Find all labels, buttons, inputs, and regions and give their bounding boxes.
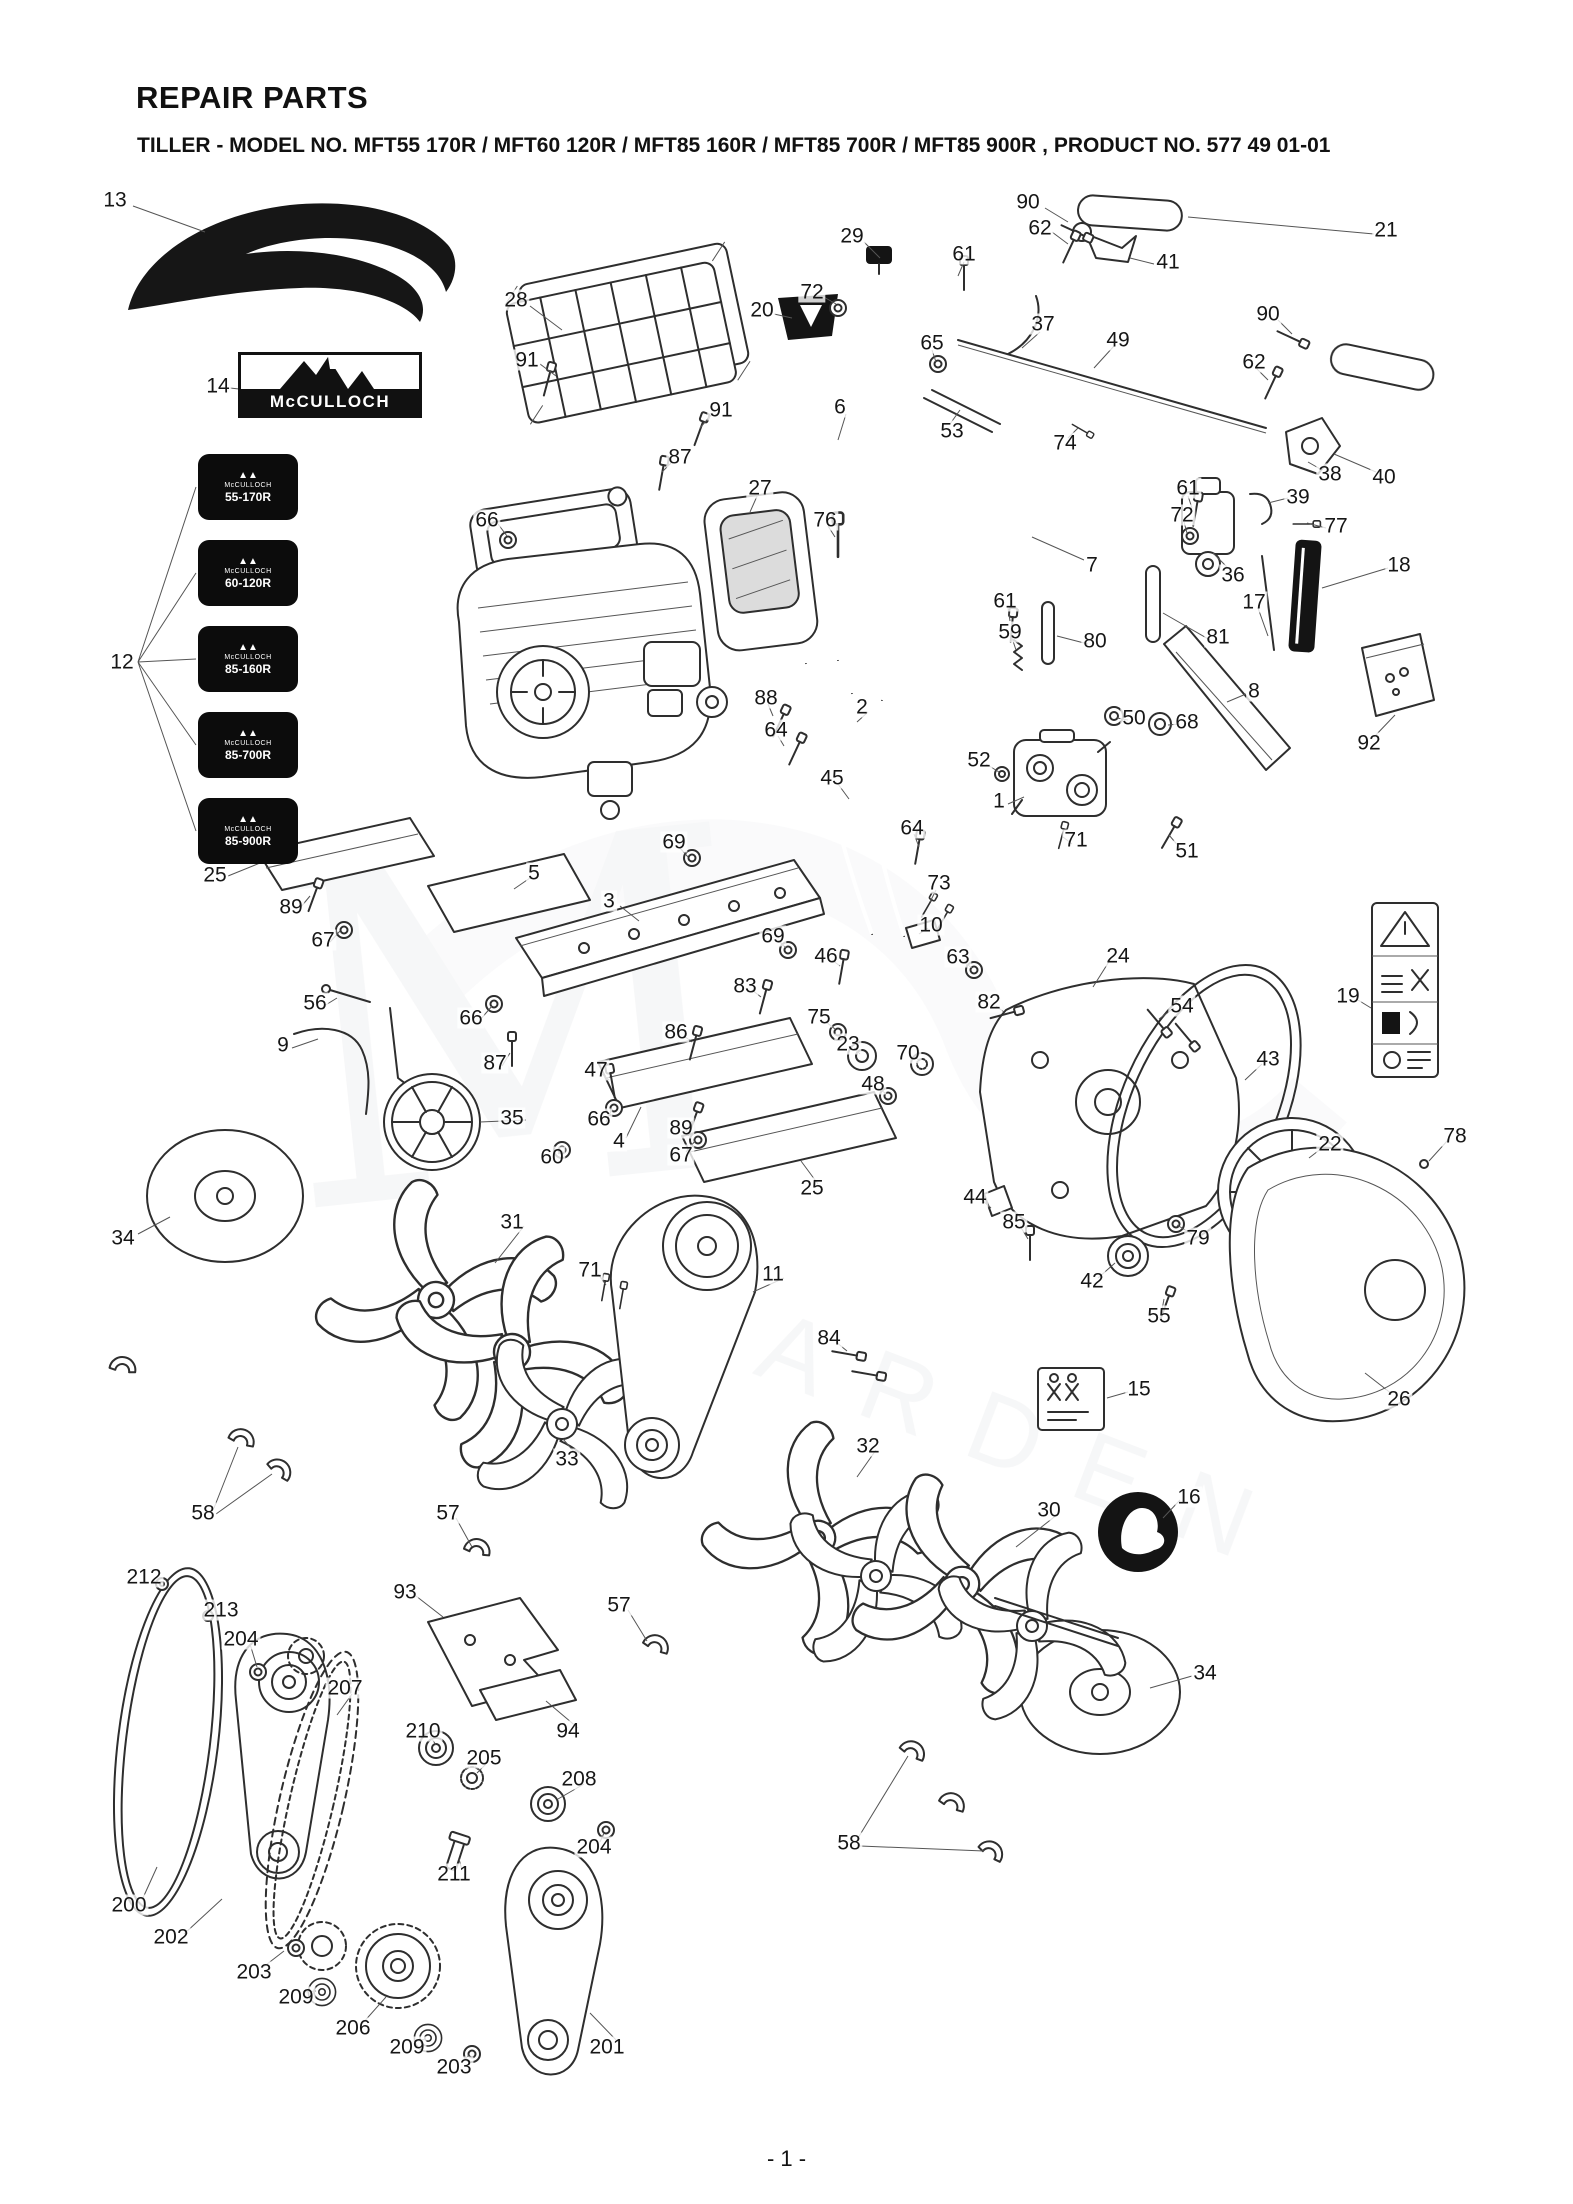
decal-mountain-icon: ▲▲: [238, 555, 258, 567]
instruction-label: [1037, 1367, 1105, 1431]
decal-model-text: 85-160R: [224, 661, 272, 676]
engine-illustration: [456, 486, 728, 820]
decal-model-text: 55-170R: [224, 489, 272, 504]
page-number: - 1 -: [766, 2146, 807, 2171]
transmission-side-plate: [979, 977, 1240, 1240]
model-subtitle: TILLER - MODEL NO. MFT55 170R / MFT60 12…: [137, 134, 1331, 157]
decal-brand-text: McCULLOCH: [224, 739, 272, 747]
decal-brand-text: McCULLOCH: [224, 825, 272, 833]
mcculloch-logo: McCULLOCH: [238, 352, 422, 418]
page-title: REPAIR PARTS: [136, 80, 369, 115]
decal-model-text: 85-700R: [224, 747, 272, 762]
decal-brand-text: McCULLOCH: [224, 653, 272, 661]
tine-shield-illustration: [128, 203, 456, 322]
chaincase-illustration: [609, 1194, 759, 1479]
mcculloch-logo-text: McCULLOCH: [241, 389, 419, 415]
decal-model-text: 85-900R: [224, 833, 272, 848]
decal-mountain-icon: ▲▲: [238, 727, 258, 739]
round-safety-decal: [1098, 1492, 1178, 1572]
axle-and-transport-wheel: [293, 984, 481, 1171]
decal-mountain-icon: ▲▲: [238, 469, 258, 481]
handlebar-illustration: [778, 194, 1435, 937]
gearbox-illustration: [994, 729, 1111, 817]
mcculloch-mountains-icon: [280, 357, 374, 389]
shield-plates: [257, 817, 897, 1183]
depth-stake-and-rods: [1041, 539, 1435, 771]
decal-brand-text: McCULLOCH: [224, 481, 272, 489]
decal-model-text: 60-120R: [224, 575, 272, 590]
tine-assemblies: [299, 1163, 1168, 1762]
transmission-detail: [112, 1567, 604, 2076]
engine-guard-cage: [504, 241, 751, 425]
belt-cover: [1228, 1146, 1466, 1423]
decal-mountain-icon: ▲▲: [238, 641, 258, 653]
decal-mountain-icon: ▲▲: [238, 813, 258, 825]
air-filter-cover: [703, 491, 819, 652]
warning-label: [1371, 902, 1439, 1078]
disc-wheel-left: [146, 1129, 304, 1263]
decal-brand-text: McCULLOCH: [224, 567, 272, 575]
